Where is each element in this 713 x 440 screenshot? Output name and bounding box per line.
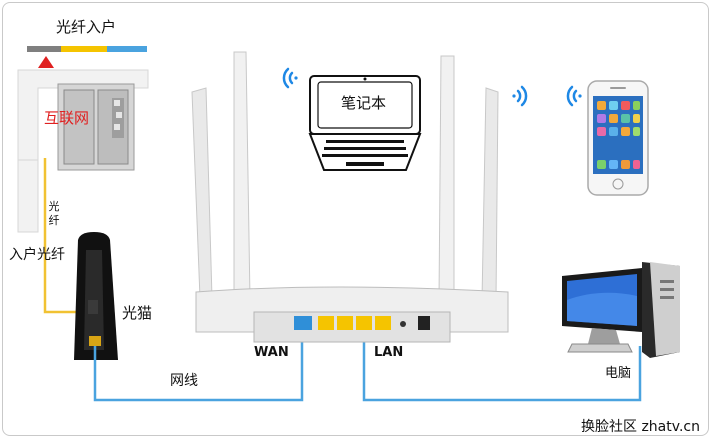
modem-label: 光猫	[122, 304, 153, 322]
laptop-icon	[308, 75, 422, 171]
lan-cable	[362, 318, 642, 402]
wifi-signal-icon	[282, 67, 582, 107]
entry-marker-icon	[38, 56, 54, 68]
laptop-label: 笔记本	[341, 94, 387, 112]
fiber-line	[43, 158, 84, 314]
computer-label: 电脑	[605, 366, 632, 381]
smartphone-icon	[587, 80, 649, 196]
home-fiber-label: 入户光纤	[9, 247, 65, 263]
wan-label: WAN	[254, 345, 289, 360]
desktop-computer-icon	[562, 262, 680, 358]
wall-outline	[17, 69, 149, 233]
watermark-label: 换脸社区 zhatv.cn	[581, 419, 700, 435]
fiber-box-icon	[57, 83, 135, 171]
ethernet-cable-icon	[93, 318, 304, 402]
optical-modem-icon	[74, 232, 118, 360]
fiber-vertical-label: 光纤	[48, 200, 60, 227]
lan-label: LAN	[374, 345, 404, 360]
cable-label: 网线	[170, 373, 198, 389]
fiber-entry-bar	[27, 46, 147, 52]
internet-label: 互联网	[44, 109, 90, 127]
fiber-entry-label: 光纤入户	[56, 18, 117, 36]
router-icon	[191, 51, 509, 343]
diagram-border	[2, 2, 709, 436]
